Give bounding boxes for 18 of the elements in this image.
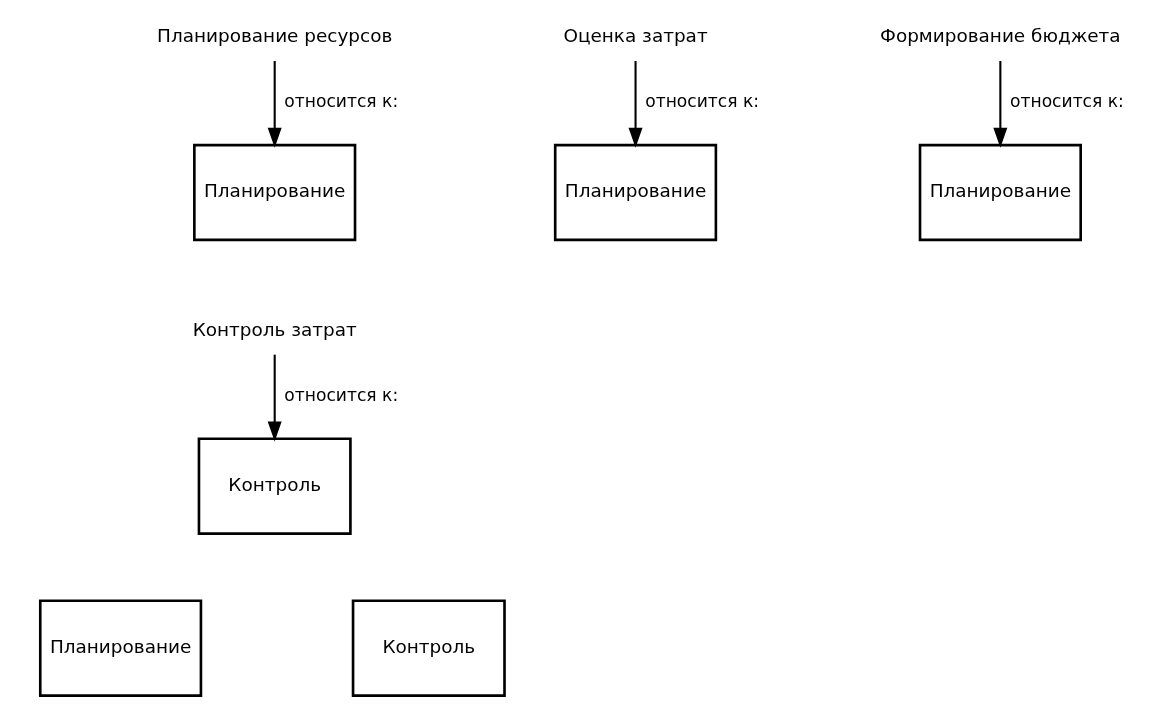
node-box: Контроль xyxy=(351,599,506,697)
edge-label: относится к: xyxy=(283,91,398,112)
node-box: Контроль xyxy=(197,437,352,535)
node-text: Планирование ресурсов xyxy=(156,24,392,46)
edge-label: относится к: xyxy=(644,91,759,112)
arrow xyxy=(992,60,1007,148)
edge-label: относится к: xyxy=(1009,91,1124,112)
node-box: Планирование xyxy=(38,599,202,697)
node-text: Оценка затрат xyxy=(562,24,708,46)
node-text: Формирование бюджета xyxy=(879,24,1121,46)
arrow xyxy=(267,60,282,148)
node-box: Планирование xyxy=(918,143,1082,242)
arrow xyxy=(628,60,643,148)
node-text: Контроль затрат xyxy=(192,318,357,340)
node-box: Планирование xyxy=(553,143,717,242)
arrow xyxy=(267,354,282,442)
edge-label: относится к: xyxy=(283,385,398,406)
node-box: Планирование xyxy=(192,143,356,242)
